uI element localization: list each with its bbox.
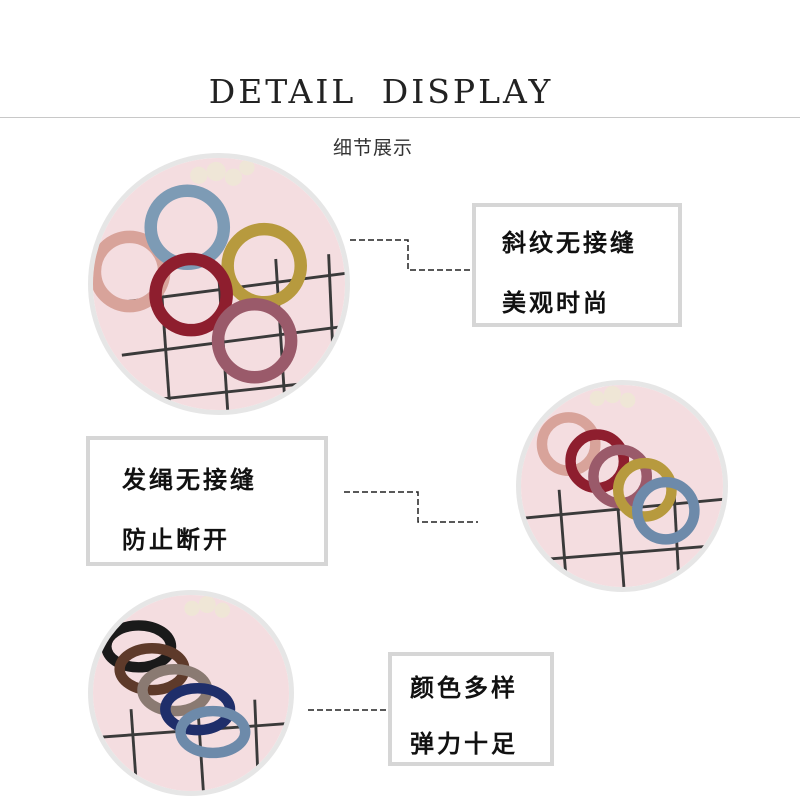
title-divider — [0, 117, 800, 118]
hair-ties-photo-2 — [521, 385, 723, 587]
detail-line-primary: 颜色多样 — [410, 673, 518, 702]
detail-line-secondary: 美观时尚 — [502, 288, 610, 317]
connector-line-1 — [348, 232, 474, 274]
detail-box-twill: 斜纹无接缝 美观时尚 — [472, 203, 682, 327]
detail-line-secondary: 弹力十足 — [410, 729, 518, 758]
detail-line-primary: 发绳无接缝 — [122, 465, 257, 494]
detail-line-primary: 斜纹无接缝 — [502, 228, 637, 257]
section-subtitle: 细节展示 — [332, 137, 413, 159]
hair-ties-photo-3 — [93, 595, 289, 791]
detail-box-seamless: 发绳无接缝 防止断开 — [86, 436, 328, 566]
detail-photo-twill — [88, 153, 350, 415]
connector-line-3 — [306, 700, 392, 720]
hair-ties-photo-1 — [93, 158, 345, 410]
section-title: DETAIL DISPLAY — [208, 72, 554, 111]
detail-photo-colors — [88, 590, 294, 796]
detail-photo-seamless — [516, 380, 728, 592]
detail-box-colors: 颜色多样 弹力十足 — [388, 652, 554, 766]
connector-line-2 — [342, 486, 480, 528]
detail-line-secondary: 防止断开 — [122, 525, 230, 554]
